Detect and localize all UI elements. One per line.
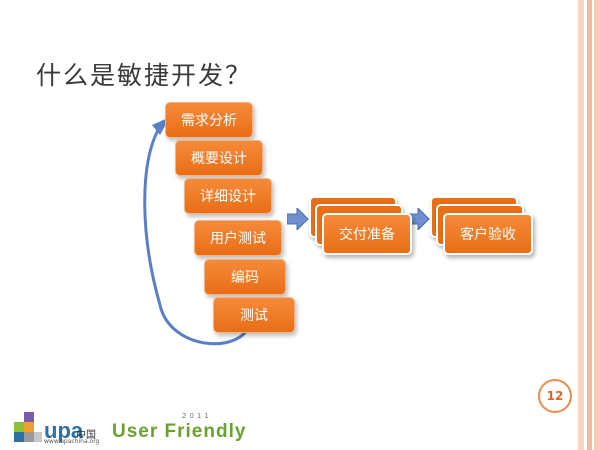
stage-delivery-prep: 交付准备 bbox=[322, 213, 412, 255]
upa-url-text: www.upachina.org bbox=[44, 438, 100, 445]
step-testing: 测试 bbox=[213, 297, 295, 333]
step-outline-design: 概要设计 bbox=[175, 140, 263, 176]
event-year: 2011 bbox=[182, 412, 212, 420]
page-number-badge: 12 bbox=[538, 379, 572, 413]
slide-right-border bbox=[578, 0, 600, 450]
slide-title: 什么是敏捷开发？ bbox=[36, 61, 253, 90]
stage-customer-acceptance: 客户验收 bbox=[443, 213, 533, 255]
upa-brand-text: upa bbox=[44, 418, 84, 443]
flow-arrow-right bbox=[287, 208, 309, 230]
upa-cn-text: 中国 bbox=[76, 430, 96, 441]
step-user-testing: 用户测试 bbox=[194, 220, 282, 256]
step-requirements-analysis: 需求分析 bbox=[165, 102, 253, 138]
event-name: User Friendly bbox=[112, 421, 247, 442]
step-detailed-design: 详细设计 bbox=[184, 178, 272, 214]
upa-cube-logo bbox=[14, 412, 42, 442]
step-coding: 编码 bbox=[204, 259, 286, 295]
